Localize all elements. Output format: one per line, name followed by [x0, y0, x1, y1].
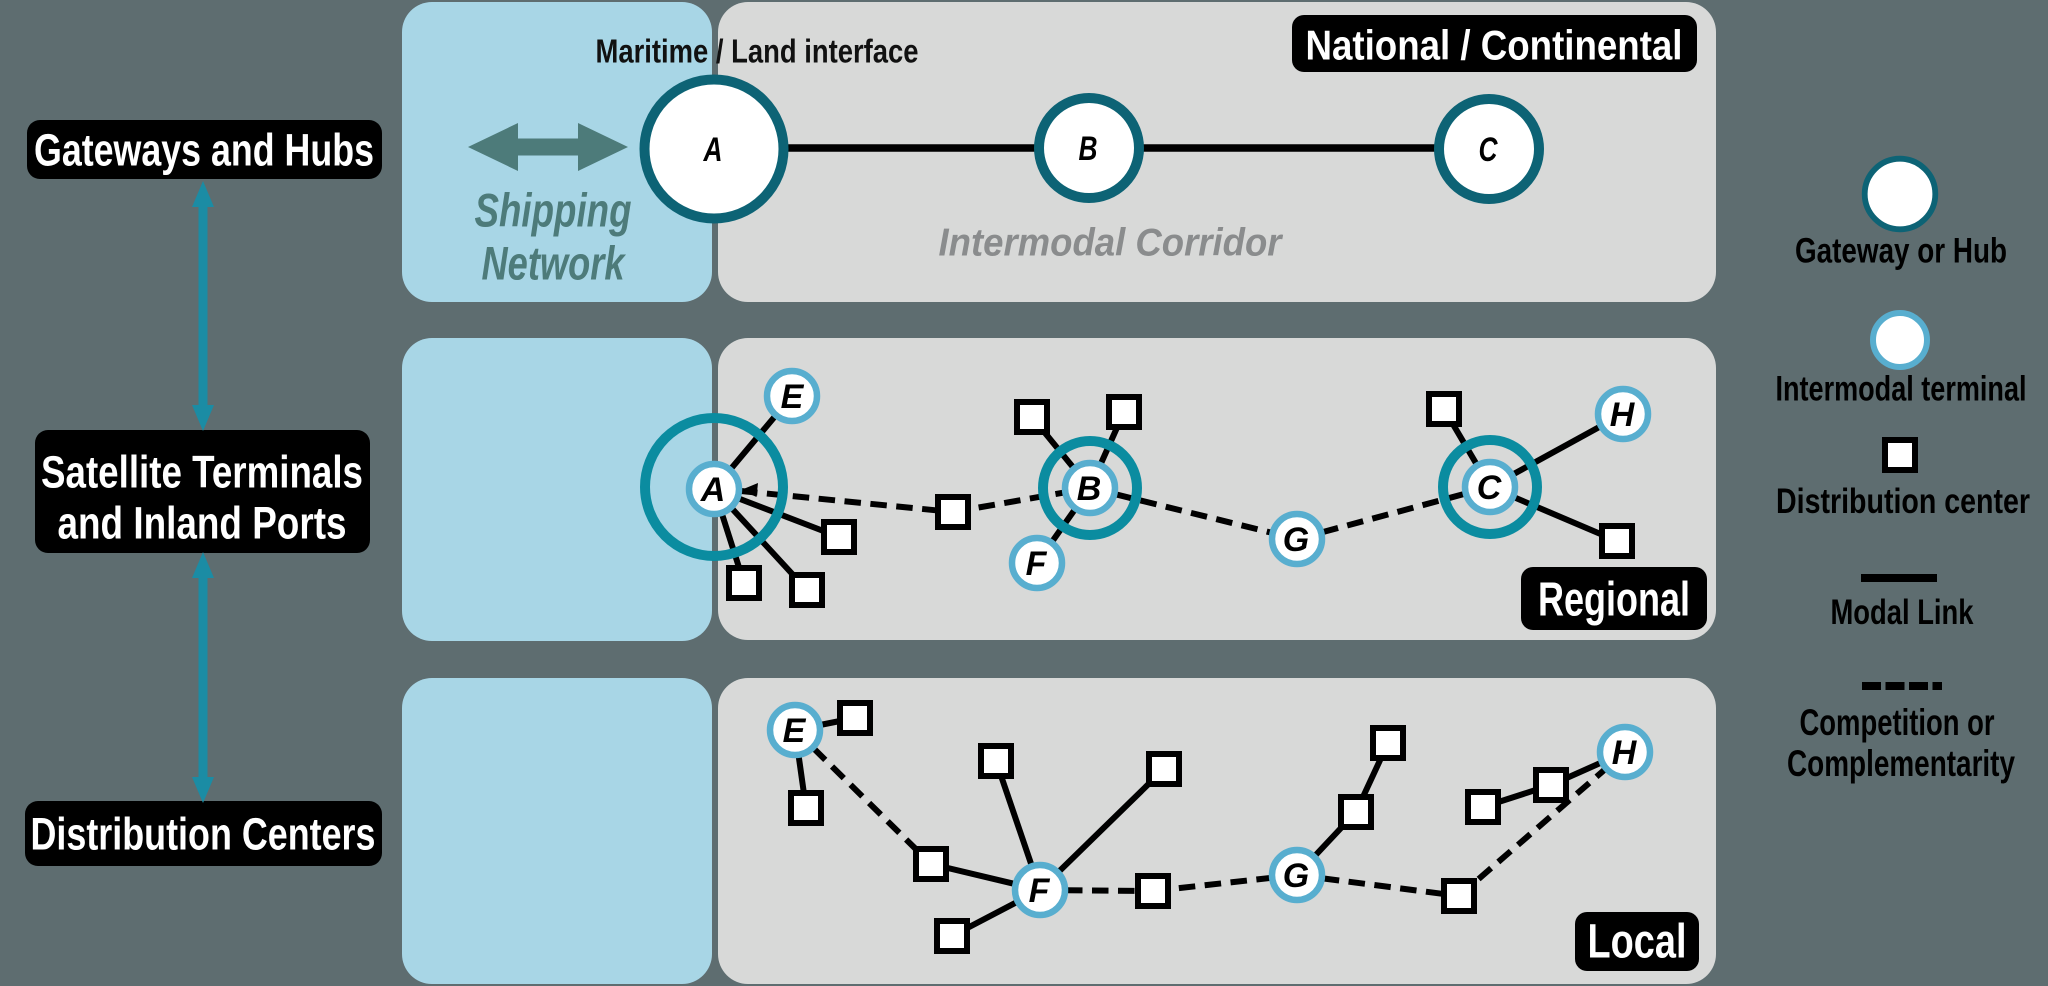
svg-text:Intermodal terminal: Intermodal terminal: [1776, 370, 2027, 409]
svg-text:E: E: [783, 712, 807, 750]
svg-text:C: C: [1479, 131, 1498, 169]
svg-text:E: E: [781, 378, 805, 416]
svg-text:Competition or: Competition or: [1800, 702, 1995, 743]
svg-text:F: F: [1029, 872, 1051, 910]
svg-text:Intermodal Corridor: Intermodal Corridor: [939, 222, 1284, 265]
svg-text:H: H: [1612, 734, 1638, 772]
svg-text:Gateways and Hubs: Gateways and Hubs: [34, 125, 374, 176]
svg-text:F: F: [1026, 545, 1048, 583]
svg-text:Local: Local: [1588, 916, 1687, 969]
svg-text:National / Continental: National / Continental: [1306, 22, 1683, 69]
svg-text:A: A: [703, 131, 723, 169]
svg-text:Satellite Terminals: Satellite Terminals: [41, 447, 363, 498]
svg-text:Network: Network: [482, 237, 627, 290]
svg-text:and Inland Ports: and Inland Ports: [58, 498, 347, 549]
svg-text:Gateway or Hub: Gateway or Hub: [1795, 232, 2007, 271]
svg-text:A: A: [700, 471, 726, 509]
svg-text:Complementarity: Complementarity: [1787, 743, 2015, 784]
svg-text:H: H: [1610, 396, 1636, 434]
svg-text:Distribution center: Distribution center: [1776, 482, 2030, 521]
svg-text:Regional: Regional: [1538, 574, 1690, 627]
svg-text:B: B: [1077, 470, 1102, 508]
svg-text:B: B: [1079, 130, 1098, 168]
svg-text:Modal Link: Modal Link: [1831, 593, 1974, 632]
svg-text:Maritime / Land interface: Maritime / Land interface: [596, 33, 919, 70]
svg-text:G: G: [1283, 521, 1309, 559]
svg-text:C: C: [1477, 469, 1502, 507]
svg-text:G: G: [1283, 857, 1309, 895]
svg-text:Shipping: Shipping: [475, 184, 632, 237]
svg-text:Distribution Centers: Distribution Centers: [31, 809, 376, 860]
